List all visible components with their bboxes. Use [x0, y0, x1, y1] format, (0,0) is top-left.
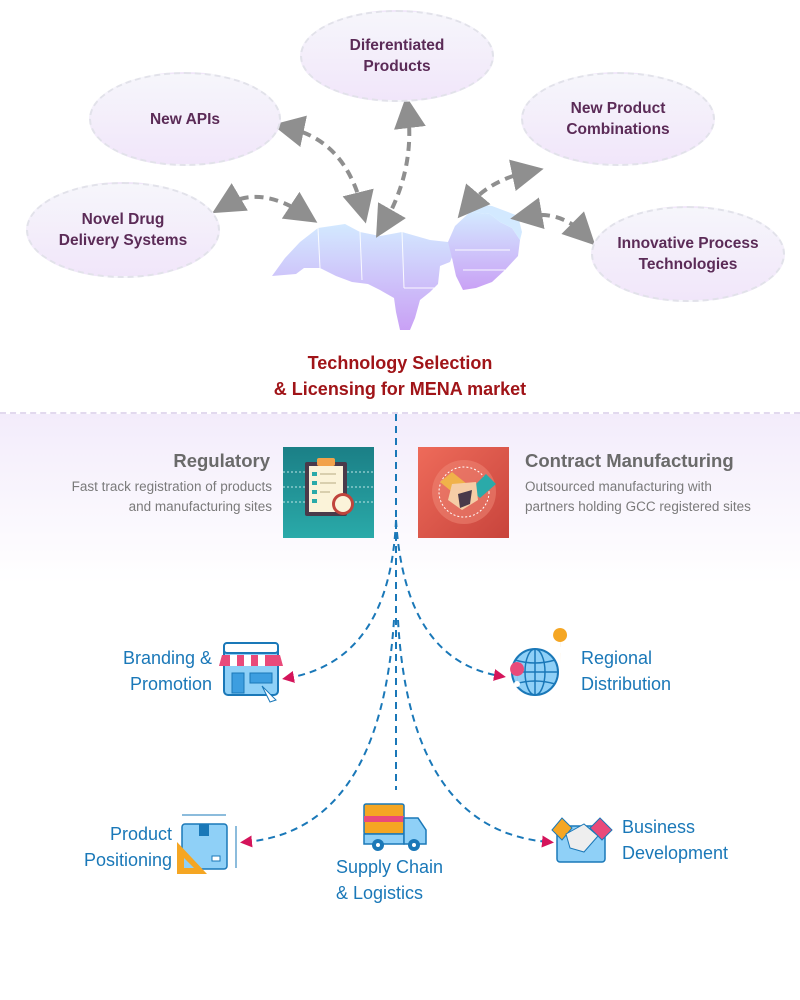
arrow-new-combinations	[457, 159, 544, 219]
label-line: Product	[109, 824, 172, 844]
contract-manufacturing-description: Outsourced manufacturing with partners h…	[525, 477, 751, 517]
clipboard-checklist-icon	[283, 447, 374, 538]
bubble-text-line: Novel Drug	[81, 211, 165, 228]
handshake-envelope-icon	[551, 817, 613, 863]
bubble-text-line: Technologies	[638, 256, 738, 273]
business-development-label: Business Development	[622, 814, 728, 866]
label-line: Distribution	[581, 674, 672, 694]
storefront-icon	[219, 642, 283, 703]
label-line: Business	[622, 817, 696, 837]
label-line: Regional	[581, 648, 653, 668]
bubble-text-line: Diferentiated	[349, 37, 445, 54]
regulatory-description: Fast track registration of products and …	[72, 477, 272, 517]
branding-promotion-label: Branding & Promotion	[123, 645, 212, 697]
label-line: Supply Chain	[336, 857, 444, 877]
desc-line: and manufacturing sites	[128, 499, 272, 514]
services-band	[0, 412, 800, 584]
center-title-line2: & Licensing for MENA market	[273, 379, 527, 399]
arrow-innovative	[510, 197, 596, 246]
flow-regional	[395, 519, 506, 681]
product-positioning-label: Product Positioning	[84, 821, 172, 873]
bubble-text-line: Products	[363, 58, 431, 75]
bubble-text-line: Delivery Systems	[58, 232, 188, 249]
arrow-new-apis	[272, 115, 374, 224]
map-north-africa	[272, 224, 455, 330]
regional-distribution-label: Regional Distribution	[581, 645, 671, 697]
truck-icon	[363, 803, 427, 851]
flow-branding	[282, 519, 397, 683]
label-line: Promotion	[129, 674, 212, 694]
arrow-novel-drug	[212, 183, 318, 223]
flow-positioning	[240, 619, 395, 848]
input-arrows	[212, 96, 596, 246]
label-line: Positioning	[83, 850, 172, 870]
bubble-text-line: New Product	[570, 100, 666, 117]
handshake-icon	[418, 447, 509, 538]
mena-map	[272, 204, 522, 330]
center-title: Technology Selection & Licensing for MEN…	[200, 350, 600, 402]
desc-line: Outsourced manufacturing with	[525, 479, 712, 494]
center-title-line1: Technology Selection	[307, 353, 493, 373]
label-line: Development	[622, 843, 729, 863]
desc-line: Fast track registration of products	[71, 479, 272, 494]
flow-business	[397, 619, 554, 848]
globe-pin-icon	[510, 628, 568, 696]
bubble-new-apis: New APIs	[89, 72, 281, 166]
bubble-text-line: Combinations	[566, 121, 670, 138]
bubble-text-line: New APIs	[149, 110, 221, 128]
contract-manufacturing-title: Contract Manufacturing	[525, 450, 734, 471]
label-line: & Logistics	[336, 883, 424, 903]
desc-line: partners holding GCC registered sites	[525, 499, 751, 514]
arrow-differentiated	[376, 96, 426, 238]
output-flows	[240, 414, 554, 848]
regulatory-title: Regulatory	[173, 450, 270, 471]
supply-chain-label: Supply Chain & Logistics	[336, 854, 443, 906]
bubble-text-line: Innovative Process	[617, 235, 759, 252]
box-ruler-icon	[177, 814, 237, 874]
label-line: Branding &	[122, 648, 212, 668]
